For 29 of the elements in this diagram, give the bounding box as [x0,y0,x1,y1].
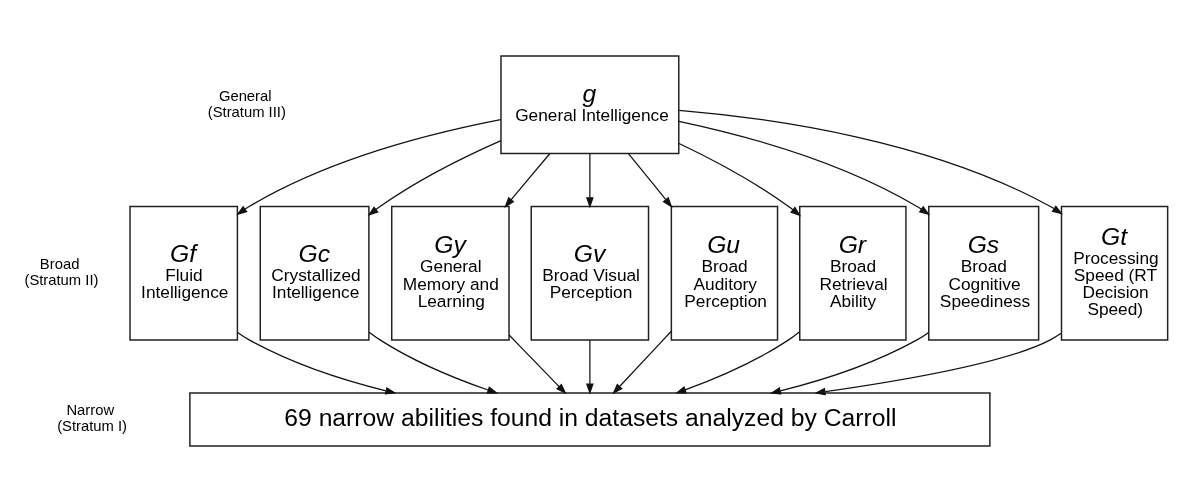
arrow [678,120,931,216]
node-box: Gu Broad Auditory Perception [670,205,779,341]
label: General (Stratum III) [207,87,286,120]
node-box: 69 narrow abilities found in datasets analyzed by Carroll [189,392,991,447]
arrow [367,139,502,217]
arrow [678,142,802,217]
arrow [586,152,594,209]
arrow [612,330,672,395]
node-box: Gt Processing Speed (RT Decision Speed) [1060,205,1169,341]
arrow [769,331,930,395]
label: Narrow (Stratum I) [57,402,128,435]
arrow [814,332,1062,396]
arrow [368,331,499,394]
arrow [627,152,673,208]
node-box: Gy General Memory and Learning [391,205,510,341]
arrow [237,331,397,395]
arrow [678,109,1063,215]
arrow [504,152,551,208]
node-box: Gc Crystallized Intelligence [259,205,370,341]
arrow [236,119,502,216]
node-box: g General Intelligence [500,55,680,155]
node-box: Gv Broad Visual Perception [530,205,650,341]
node-box: Gr Broad Retrieval Ability [799,205,907,341]
node-box: Gf Fluid Intelligence [129,205,239,341]
arrow [508,334,567,395]
arrow [675,331,801,394]
node-box: Gs Broad Cognitive Speediness [928,205,1040,341]
arrow [586,339,594,395]
label: Broad (Stratum II) [24,256,99,289]
